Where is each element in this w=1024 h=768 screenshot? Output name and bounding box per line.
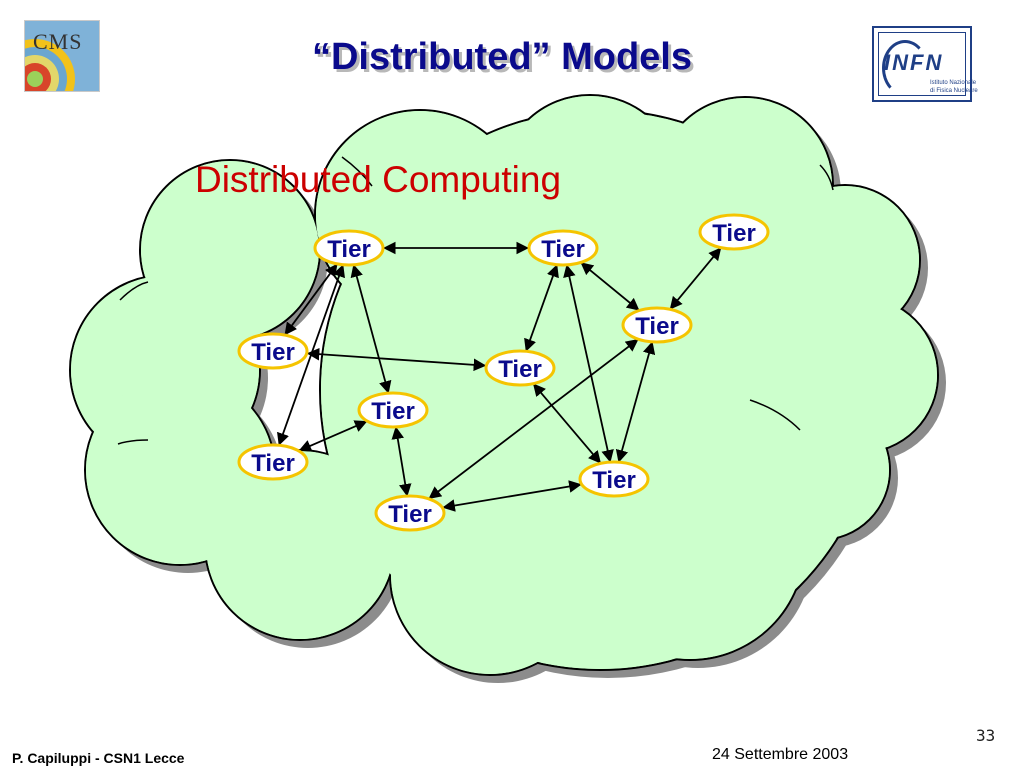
edge-n7-n9: [298, 420, 368, 452]
tier-node: Tier: [527, 229, 599, 267]
tier-node-label: Tier: [541, 236, 585, 263]
infn-logo-line1: Istituto Nazionale: [930, 80, 977, 86]
cloud-inner-lines: [117, 156, 834, 445]
edge-n5-n10: [615, 341, 656, 463]
tier-node: Tier: [357, 391, 429, 429]
tier-node-ellipse: [484, 349, 556, 387]
tier-node-label: Tier: [251, 450, 295, 477]
tier-node-ellipse: [621, 306, 693, 344]
tier-node-label: Tier: [635, 313, 679, 340]
infn-logo-frame: [878, 32, 966, 96]
tier-node-ellipse: [527, 229, 599, 267]
tier-node-ellipse: [237, 443, 309, 481]
tier-node-ellipse: [237, 332, 309, 370]
edge-n2-n6: [524, 264, 559, 352]
tier-node-ellipse: [357, 391, 429, 429]
tier-node: Tier: [621, 306, 693, 344]
tier-node-label: Tier: [592, 467, 636, 494]
footer-author: P. Capiluppi - CSN1 Lecce: [12, 750, 185, 766]
tier-node: Tier: [237, 332, 309, 370]
footer-date: 24 Settembre 2003: [712, 746, 849, 763]
edge-n10-n11: [442, 480, 582, 512]
tier-node: Tier: [374, 494, 446, 532]
cms-logo-text: CMS: [33, 29, 83, 54]
edge-n1-n7: [350, 264, 392, 394]
tier-node-label: Tier: [251, 339, 295, 366]
infn-logo-arc: [882, 40, 928, 96]
tier-node-label: Tier: [498, 356, 542, 383]
tier-node: Tier: [237, 443, 309, 481]
cms-logo: CMS: [24, 20, 100, 92]
tier-node-label: Tier: [712, 220, 756, 247]
tier-node-ellipse: [698, 213, 770, 251]
slide-title: “Distributed” Models: [311, 36, 693, 78]
cms-logo-ring: [27, 71, 43, 87]
diagram-edges: [277, 241, 722, 512]
infn-logo-text: INFN: [884, 50, 944, 75]
tier-node: Tier: [698, 213, 770, 251]
tier-node-label: Tier: [388, 501, 432, 528]
edge-n6-n10: [532, 383, 602, 464]
page-number: 33: [976, 726, 996, 745]
tier-node: Tier: [578, 460, 650, 498]
edge-n7-n11: [391, 426, 412, 497]
tier-node-label: Tier: [327, 236, 371, 263]
tier-node-ellipse: [313, 229, 385, 267]
diagram-subtitle: Distributed Computing: [195, 159, 561, 200]
tier-node-label: Tier: [371, 398, 415, 425]
edge-n3-n5: [669, 247, 722, 310]
tier-node: Tier: [313, 229, 385, 267]
tier-node-ellipse: [374, 494, 446, 532]
tier-node-ellipse: [578, 460, 650, 498]
tier-node: Tier: [484, 349, 556, 387]
infn-logo-line2: di Fisica Nucleare: [930, 88, 978, 94]
infn-logo: INFN Istituto Nazionale di Fisica Nuclea…: [872, 26, 978, 102]
